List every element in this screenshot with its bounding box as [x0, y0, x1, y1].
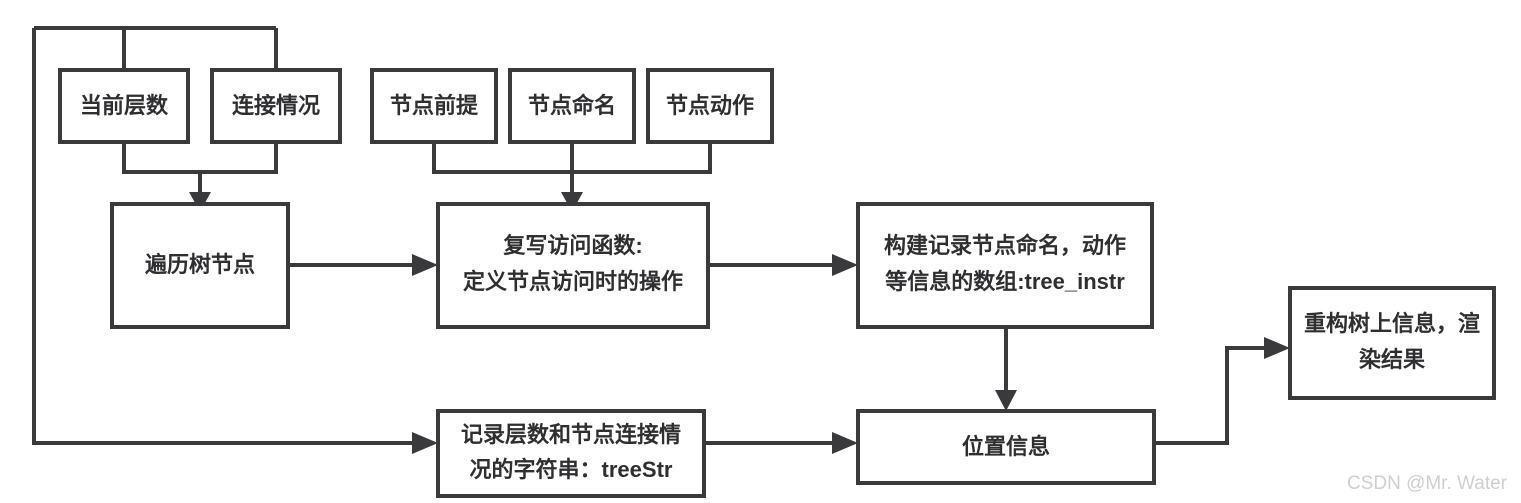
edge-left-rail-loop — [32, 28, 438, 454]
node-build-tree-instr-array-line1: 构建记录节点命名，动作 — [884, 233, 1126, 258]
node-render-result-line1: 重构树上信息，渲 — [1304, 311, 1480, 336]
node-current-level-label: 当前层数 — [80, 93, 169, 118]
edge-tree-str-to-position — [704, 432, 858, 454]
csdn-watermark: CSDN @Mr. Water — [1346, 473, 1507, 494]
node-node-action-label: 节点动作 — [666, 93, 754, 118]
node-build-tree-instr-array-line2: 等信息的数组:tree_instr — [885, 269, 1125, 294]
edge-tree-instr-to-position — [995, 329, 1017, 411]
node-record-tree-str-line1: 记录层数和节点连接情 — [461, 422, 681, 447]
node-override-visit-function[interactable]: 复写访问函数: 定义节点访问时的操作 — [436, 202, 710, 329]
edge-level-connection-to-traverse — [122, 142, 278, 212]
node-position-info-label: 位置信息 — [962, 434, 1050, 459]
node-render-result-line2: 染结果 — [1359, 347, 1425, 372]
node-node-action[interactable]: 节点动作 — [646, 68, 774, 144]
edge-override-fn-to-tree-instr — [708, 254, 858, 276]
edge-position-to-render — [1154, 337, 1290, 445]
node-override-visit-function-line1: 复写访问函数: — [502, 233, 642, 258]
node-build-tree-instr-array[interactable]: 构建记录节点命名，动作 等信息的数组:tree_instr — [856, 202, 1154, 329]
node-render-result[interactable]: 重构树上信息，渲 染结果 — [1288, 286, 1496, 400]
node-connection-status[interactable]: 连接情况 — [210, 68, 342, 144]
node-record-tree-str-line2: 况的字符串：treeStr — [470, 457, 673, 482]
node-node-premise[interactable]: 节点前提 — [370, 68, 498, 144]
node-override-visit-function-line2: 定义节点访问时的操作 — [463, 269, 683, 294]
node-traverse-tree-label: 遍历树节点 — [145, 252, 255, 277]
edge-node-attrs-to-override-fn — [432, 142, 712, 212]
edge-top-rail — [34, 26, 278, 70]
node-record-tree-str[interactable]: 记录层数和节点连接情 况的字符串：treeStr — [436, 409, 706, 498]
node-node-premise-label: 节点前提 — [390, 93, 479, 118]
edge-traverse-to-override-fn — [288, 254, 438, 276]
node-traverse-tree[interactable]: 遍历树节点 — [110, 202, 290, 329]
node-node-naming-label: 节点命名 — [528, 93, 616, 118]
node-node-naming[interactable]: 节点命名 — [508, 68, 636, 144]
node-current-level[interactable]: 当前层数 — [58, 68, 190, 144]
node-position-info[interactable]: 位置信息 — [856, 409, 1156, 485]
node-connection-status-label: 连接情况 — [232, 93, 320, 118]
